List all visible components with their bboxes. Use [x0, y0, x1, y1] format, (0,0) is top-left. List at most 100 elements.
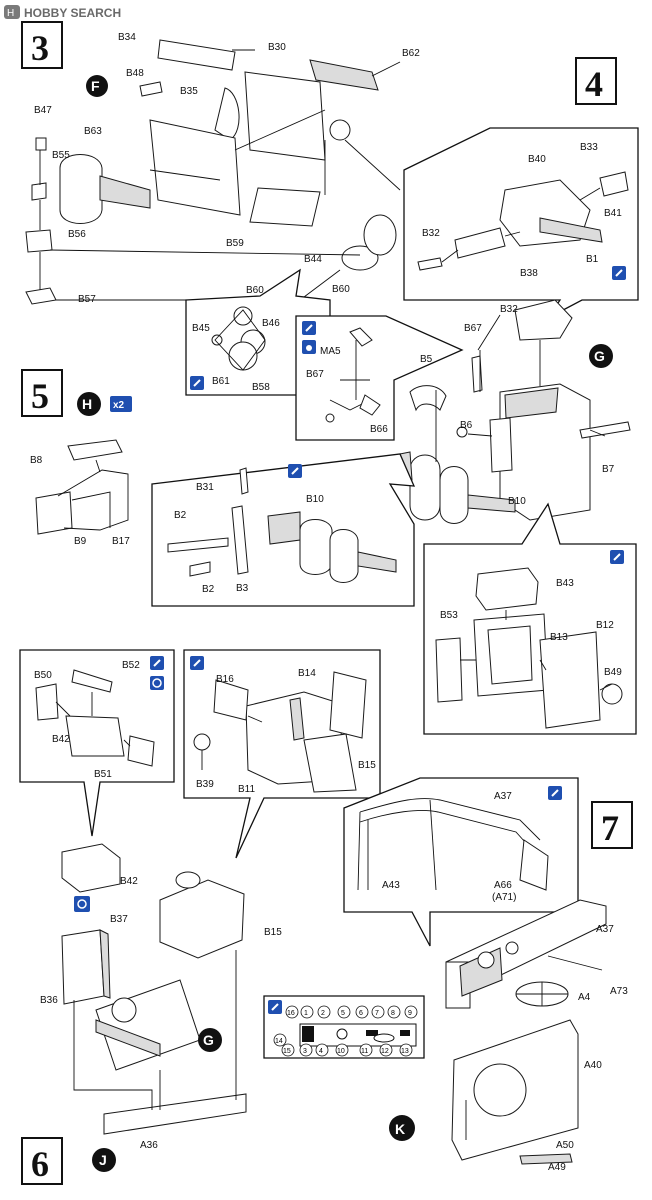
label-B30: B30: [268, 42, 286, 53]
svg-text:G: G: [203, 1032, 214, 1048]
seat-base-parts: [193, 671, 367, 793]
subassembly-G-badge: G: [589, 344, 613, 368]
label-B17: B17: [112, 536, 130, 547]
box-detail-parts: [35, 669, 155, 767]
paint-icon-decal: [268, 1000, 282, 1014]
step-7-box: [591, 801, 633, 849]
gear-shaft-detail-parts: [167, 467, 397, 583]
part-B56: [25, 229, 53, 253]
label-B15-2: B15: [264, 927, 282, 938]
decal-marker-2: 2: [317, 1005, 331, 1019]
dashboard-parts: [445, 899, 607, 1165]
label-B5: B5: [420, 354, 433, 365]
paint-icon-box: [150, 656, 164, 670]
svg-text:1: 1: [304, 1010, 308, 1017]
G-assembly-main: [379, 299, 631, 524]
label-B16: B16: [216, 674, 234, 685]
step-3-leader-lines: [39, 49, 401, 301]
svg-text:J: J: [99, 1152, 107, 1168]
glue-icon-step-6: [74, 896, 90, 912]
label-B1: B1: [586, 254, 599, 265]
part-B63-tank: [59, 154, 103, 224]
label-B60-2: B60: [246, 285, 264, 296]
label-B3: B3: [236, 583, 249, 594]
part-B55: [31, 182, 47, 201]
label-A71: (A71): [492, 892, 516, 903]
svg-text:13: 13: [401, 1048, 409, 1055]
label-B34: B34: [118, 32, 136, 43]
svg-text:15: 15: [283, 1048, 291, 1055]
paint-icon-transmission-cover: [610, 550, 624, 564]
label-B53: B53: [440, 610, 458, 621]
label-B55: B55: [52, 150, 70, 161]
part-labels: B34 B30 B62 B48 B35 B47 B55 B63 B56 B57 …: [30, 32, 628, 1173]
label-A4: A4: [578, 992, 591, 1003]
subassembly-J-badge: J: [92, 1148, 116, 1172]
label-B39: B39: [196, 779, 214, 790]
label-B37: B37: [110, 914, 128, 925]
subassembly-K-badge: K: [389, 1115, 415, 1141]
label-B35: B35: [180, 86, 198, 97]
part-B30-housing: [244, 71, 326, 161]
lever-detail-parts: [325, 327, 381, 423]
decal-marker-15: 15: [281, 1043, 295, 1057]
svg-text:14: 14: [275, 1038, 283, 1045]
decal-marker-12: 12: [379, 1043, 393, 1057]
decal-marker-3: 3: [299, 1043, 313, 1057]
label-MA5: MA5: [320, 346, 341, 357]
svg-text:12: 12: [381, 1048, 389, 1055]
decal-marker-4: 4: [315, 1043, 329, 1057]
paint-icon-pulley: [190, 376, 204, 390]
svg-text:10: 10: [337, 1048, 345, 1055]
label-B10-1: B10: [508, 496, 526, 507]
step-3-box: [21, 21, 63, 69]
label-B62: B62: [402, 48, 420, 59]
label-B46: B46: [262, 318, 280, 329]
step-6-box: [21, 1137, 63, 1185]
decal-marker-13: 13: [399, 1043, 413, 1057]
label-A40: A40: [584, 1060, 602, 1071]
decal-marker-10: 10: [335, 1043, 349, 1057]
part-B48: [139, 81, 163, 97]
label-B31: B31: [196, 482, 214, 493]
subassembly-H-badge: H: [77, 392, 101, 416]
watermark: H HOBBY SEARCH: [4, 5, 121, 20]
quantity-badge-x2: x2: [110, 396, 132, 412]
label-B36: B36: [40, 995, 58, 1006]
svg-text:8: 8: [391, 1010, 395, 1017]
label-B67-1: B67: [464, 323, 482, 334]
paint-icon-lever-1: [302, 321, 316, 335]
paint-icon-seat-base: [190, 656, 204, 670]
step-6-number: 6: [31, 1144, 49, 1184]
svg-text:9: 9: [408, 1010, 412, 1017]
part-B62-manifold: [309, 59, 379, 91]
step-4-number: 4: [585, 64, 603, 104]
svg-text:7: 7: [375, 1010, 379, 1017]
label-A66: A66: [494, 880, 512, 891]
label-B56: B56: [68, 229, 86, 240]
svg-text:F: F: [91, 78, 100, 94]
label-B6: B6: [460, 420, 473, 431]
part-B59-tray: [249, 187, 321, 227]
watermark-text: HOBBY SEARCH: [24, 6, 121, 20]
label-B44: B44: [304, 254, 322, 265]
label-A73: A73: [610, 986, 628, 997]
step-6-parts: [61, 843, 247, 1135]
label-B12: B12: [596, 620, 614, 631]
part-B60-pulley: [341, 245, 379, 271]
label-B2-2: B2: [202, 584, 215, 595]
label-B61: B61: [212, 376, 230, 387]
label-B15-1: B15: [358, 760, 376, 771]
label-B67-2: B67: [306, 369, 324, 380]
label-B45: B45: [192, 323, 210, 334]
step-5-number: 5: [31, 376, 49, 416]
decal-marker-8: 8: [387, 1005, 401, 1019]
engine-upper-parts: [25, 39, 397, 305]
label-B51: B51: [94, 769, 112, 780]
step-6-leader-lines: [73, 950, 237, 1110]
label-B11: B11: [238, 784, 255, 795]
svg-text:6: 6: [359, 1010, 363, 1017]
label-A49: A49: [548, 1162, 566, 1173]
decal-marker-14: 14: [273, 1033, 287, 1047]
